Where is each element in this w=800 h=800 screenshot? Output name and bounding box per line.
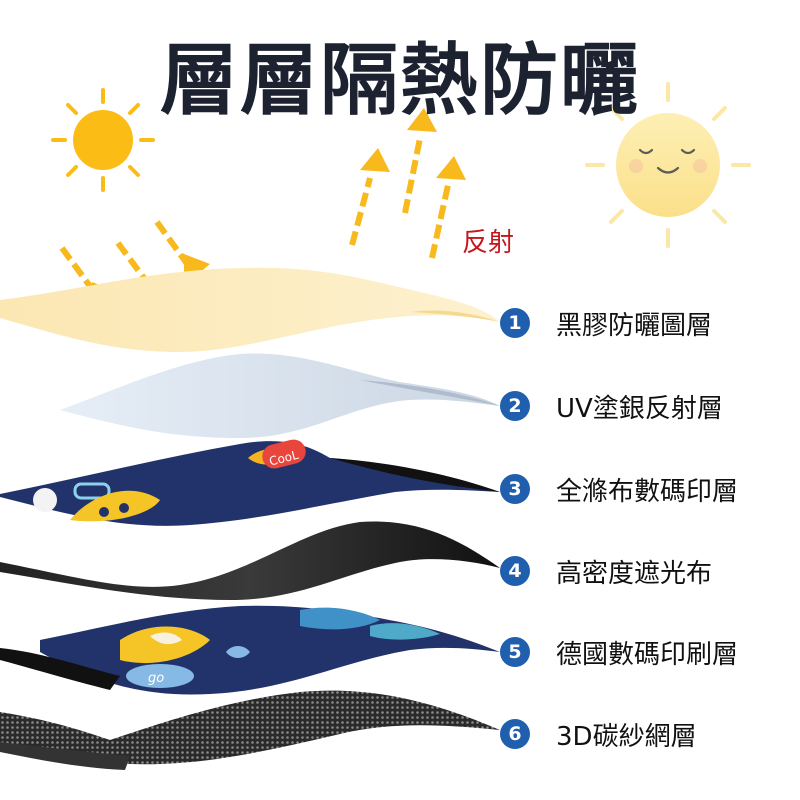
layer-number-badge: 1	[500, 308, 530, 338]
layer-1-graphic	[0, 267, 500, 352]
layer-number-badge: 6	[500, 719, 530, 749]
layer-4-graphic	[0, 521, 500, 600]
layer-row-3: 3 全滌布數碼印層	[500, 469, 738, 509]
layer-label: 全滌布數碼印層	[556, 476, 739, 507]
layer-row-1: 1 黑膠防曬圖層	[500, 303, 712, 343]
layer-5-print: go	[120, 607, 440, 688]
layer-3-graphic	[0, 441, 500, 526]
layer-number-badge: 3	[500, 474, 530, 504]
layer-3-print: CooL	[33, 439, 306, 522]
smiling-sun-icon	[585, 82, 751, 248]
layer-label: UV塗銀反射層	[556, 393, 723, 424]
layer-row-6: 6 3D碳紗網層	[500, 714, 697, 754]
layer-label: 3D碳紗網層	[556, 721, 697, 752]
sun-icon	[51, 88, 155, 192]
reflect-label: 反射	[462, 228, 515, 258]
layer-number-badge: 4	[500, 556, 530, 586]
layer-label: 高密度遮光布	[556, 558, 713, 589]
page-title: 層層隔熱防曬	[159, 36, 640, 126]
layer-6-graphic	[0, 690, 500, 765]
svg-text:go: go	[148, 671, 164, 686]
layer-row-2: 2 UV塗銀反射層	[500, 386, 723, 426]
layer-row-5: 5 德國數碼印刷層	[500, 632, 738, 672]
layer-2-graphic	[60, 353, 500, 438]
layer-label: 黑膠防曬圖層	[556, 310, 713, 341]
layer-number-badge: 5	[500, 637, 530, 667]
layer-number-badge: 2	[500, 391, 530, 421]
reflected-arrow-icon	[349, 108, 466, 259]
layer-row-4: 4 高密度遮光布	[500, 551, 712, 591]
layer-label: 德國數碼印刷層	[556, 639, 739, 670]
